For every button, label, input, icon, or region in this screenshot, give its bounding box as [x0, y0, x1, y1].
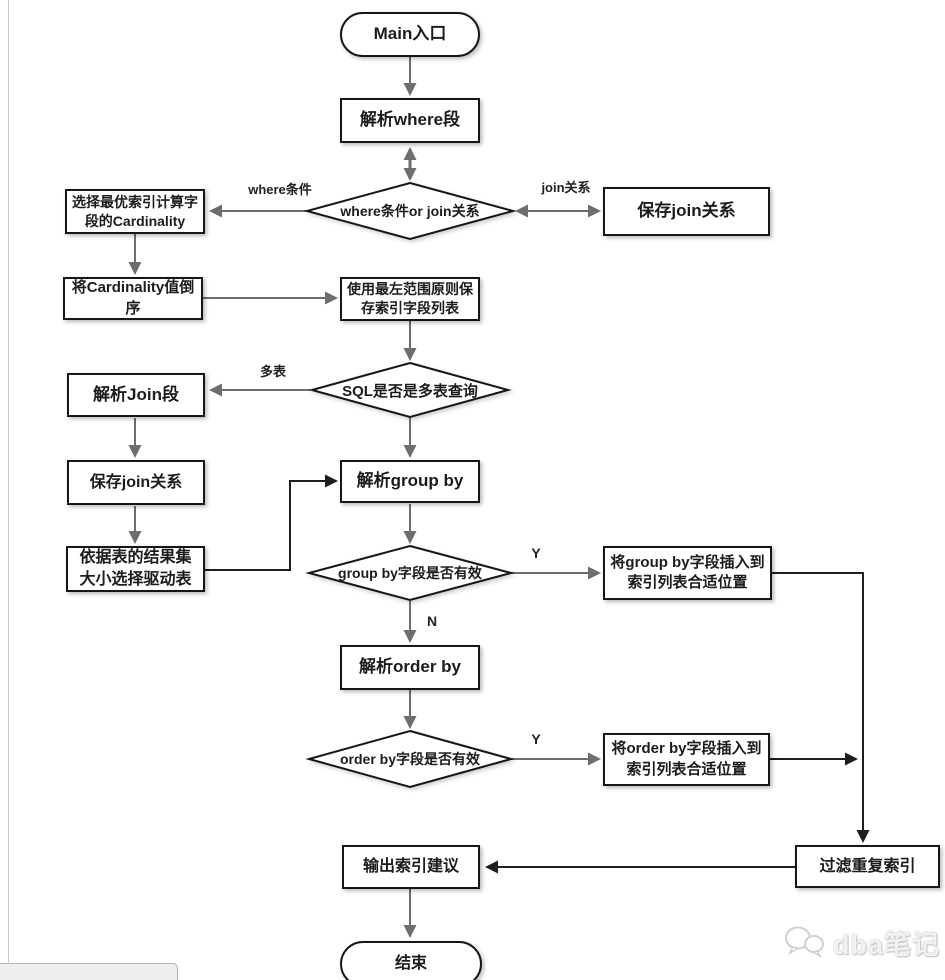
diamond-order-by-valid-label: order by字段是否有效: [339, 751, 480, 767]
diamond-group-by-valid-label: group by字段是否有效: [338, 565, 482, 581]
watermark: dba笔记: [783, 922, 940, 962]
node-save-join-left-label: 保存join关系: [89, 473, 183, 491]
edge-choose-driver-to-parse-group: [205, 474, 338, 571]
node-parse-order-by: 解析order by: [340, 645, 480, 690]
node-parse-group-by-label: 解析group by: [356, 471, 464, 491]
node-output-suggestion: 输出索引建议: [342, 845, 480, 889]
node-filter-duplicate-label: 过滤重复索引: [819, 857, 916, 875]
node-start: Main入口: [340, 12, 480, 57]
node-select-best-index-label: 选择最优索引计算字段的Cardinality: [72, 193, 198, 229]
edge-insert-group-to-filter: [772, 572, 870, 843]
node-start-label: Main入口: [373, 24, 447, 44]
node-select-best-index: 选择最优索引计算字段的Cardinality: [65, 189, 205, 234]
node-insert-order-by: 将order by字段插入到索引列表合适位置: [603, 733, 770, 786]
node-parse-join: 解析Join段: [67, 373, 205, 417]
node-insert-group-by: 将group by字段插入到索引列表合适位置: [603, 546, 772, 600]
edge-label-where-cond: where条件: [248, 182, 312, 197]
edge-label-group-yes: Y: [531, 545, 541, 561]
page-edge-line: [8, 0, 9, 963]
node-insert-group-by-label: 将group by字段插入到索引列表合适位置: [610, 553, 765, 591]
edge-label-group-no: N: [426, 613, 438, 629]
node-end: 结束: [340, 941, 482, 980]
node-sort-cardinality: 将Cardinality值倒序: [63, 277, 203, 320]
edge-label-multi-table: 多表: [259, 364, 286, 379]
diamond-where-or-join: [303, 181, 517, 241]
node-filter-duplicate: 过滤重复索引: [795, 845, 940, 888]
node-choose-driver: 依据表的结果集大小选择驱动表: [66, 546, 205, 592]
diamond-group-by-valid: [305, 544, 515, 602]
node-output-suggestion-label: 输出索引建议: [362, 858, 459, 876]
node-save-join-top: 保存join关系: [603, 187, 770, 236]
node-parse-join-label: 解析Join段: [93, 384, 179, 404]
node-leftmost-rule: 使用最左范围原则保存索引字段列表: [340, 277, 480, 321]
node-parse-group-by: 解析group by: [340, 460, 480, 503]
edge-label-order-yes: Y: [531, 731, 541, 747]
bottom-scrollbar[interactable]: [0, 963, 178, 980]
node-save-join-left: 保存join关系: [67, 460, 205, 505]
watermark-text: dba笔记: [833, 929, 941, 960]
node-sort-cardinality-label: 将Cardinality值倒序: [71, 279, 195, 317]
node-parse-where: 解析where段: [340, 98, 480, 143]
node-parse-order-by-label: 解析order by: [358, 657, 462, 677]
diamond-where-or-join-label: where条件or join关系: [340, 203, 480, 219]
diamond-sql-multi-table-label: SQL是否是多表查询: [342, 382, 478, 400]
diamond-sql-multi-table: [308, 361, 512, 419]
node-end-label: 结束: [394, 955, 427, 973]
node-save-join-top-label: 保存join关系: [637, 201, 736, 221]
node-parse-where-label: 解析where段: [359, 110, 461, 130]
node-leftmost-rule-label: 使用最左范围原则保存索引字段列表: [347, 281, 473, 316]
edge-label-join-rel: join关系: [541, 180, 591, 195]
diamond-order-by-valid: [305, 729, 515, 789]
node-insert-order-by-label: 将order by字段插入到索引列表合适位置: [611, 740, 762, 778]
chat-bubbles-icon: [785, 926, 824, 959]
node-choose-driver-label: 依据表的结果集大小选择驱动表: [79, 549, 192, 588]
